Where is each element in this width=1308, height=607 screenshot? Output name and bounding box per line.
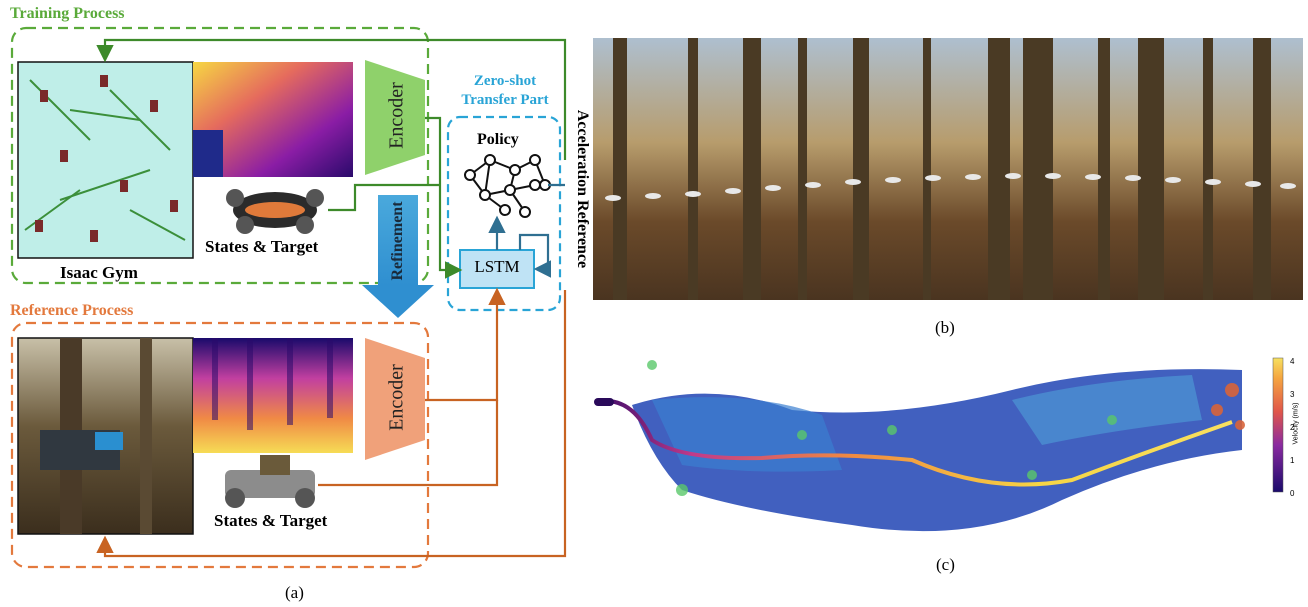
training-title: Training Process xyxy=(10,5,125,22)
encoder-bottom-to-lstm xyxy=(425,287,506,402)
colorbar-tick-1: 1 xyxy=(1290,456,1295,465)
states-bottom-to-lstm xyxy=(318,400,499,487)
refinement-label: Refinement xyxy=(389,201,406,281)
velocity-map xyxy=(594,360,1245,532)
depth-image-bottom xyxy=(193,338,353,453)
accel-to-sim xyxy=(96,38,567,160)
policy-label: Policy xyxy=(477,131,519,148)
caption-a: (a) xyxy=(285,583,304,602)
encoder-bottom-shape xyxy=(365,338,425,460)
zero-shot-title-line1: Zero-shot xyxy=(473,73,537,89)
zero-shot-title: Zero-shot Transfer Part xyxy=(440,72,570,110)
states-target-top-label: States & Target xyxy=(205,237,319,256)
encoder-top-label: Encoder xyxy=(385,82,408,149)
colorbar-tick-0: 0 xyxy=(1290,489,1295,498)
reference-title: Reference Process xyxy=(10,302,134,319)
forest-photo xyxy=(593,38,1303,300)
accel-to-real xyxy=(96,290,567,558)
colorbar-tick-4: 4 xyxy=(1290,357,1295,366)
reference-box xyxy=(10,321,430,569)
encoder-top-shape xyxy=(365,60,425,175)
drone-top-image xyxy=(226,189,324,234)
training-box xyxy=(10,26,430,285)
colorbar-tick-3: 3 xyxy=(1290,390,1295,399)
isaac-gym-label: Isaac Gym xyxy=(60,263,138,282)
drone-bottom-image xyxy=(225,455,315,508)
refinement-arrow xyxy=(362,195,434,318)
encoder-bottom-label: Encoder xyxy=(385,364,408,431)
colorbar-tick-2: 2 xyxy=(1290,423,1295,432)
lstm-label: LSTM xyxy=(474,257,520,276)
lstm-recurrent-loop xyxy=(518,233,552,278)
colorbar-label: Velocity (m/s) xyxy=(1292,402,1300,445)
zero-shot-title-line2: Transfer Part xyxy=(461,92,549,108)
encoder-top-to-lstm xyxy=(425,116,463,279)
states-top-to-lstm xyxy=(328,183,440,212)
states-target-bottom-label: States & Target xyxy=(214,511,328,530)
isaac-gym-image xyxy=(17,61,194,259)
caption-c: (c) xyxy=(936,555,955,574)
forest-image xyxy=(17,337,194,535)
policy-network-icon xyxy=(464,154,551,218)
acceleration-reference-label: Acceleration Reference xyxy=(574,109,591,269)
diagram-canvas xyxy=(10,26,567,569)
zero-shot-box xyxy=(446,115,562,312)
caption-b: (b) xyxy=(935,318,955,337)
colorbar xyxy=(1272,357,1284,493)
